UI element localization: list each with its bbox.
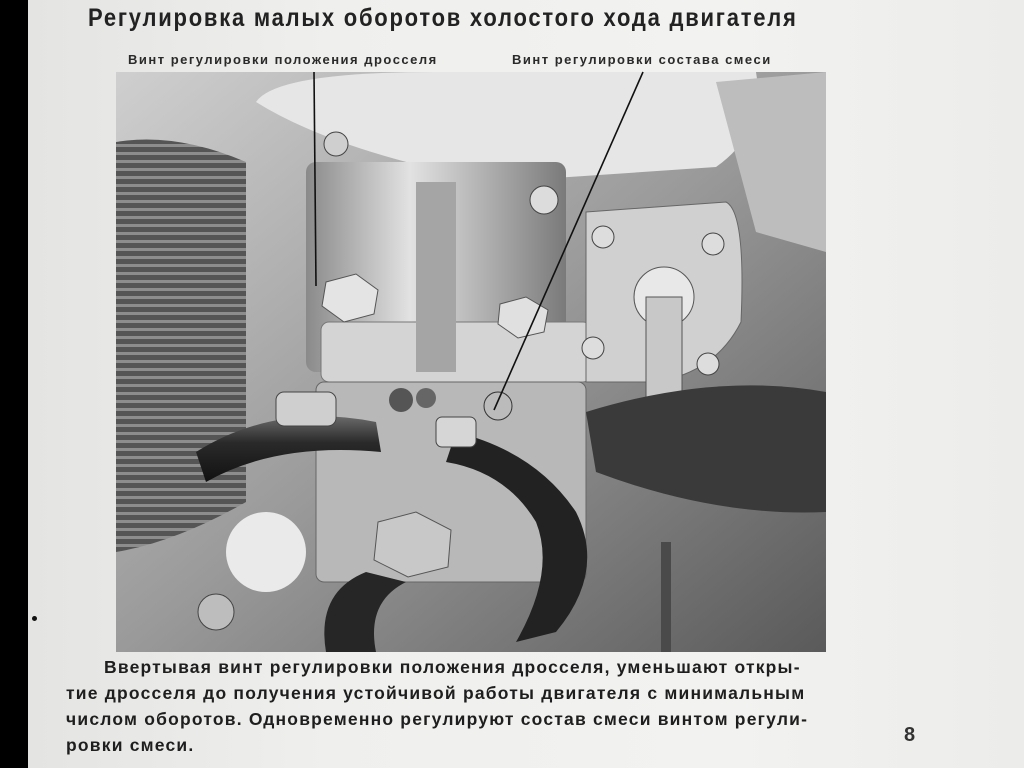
slide-page: Регулировка малых оборотов холостого ход… [28,0,1024,768]
caption-line-4: ровки смеси. [66,735,195,755]
film-speck [32,616,37,621]
mixture-screw-label: Винт регулировки состава смеси [512,52,772,67]
page-number: 8 [904,724,916,746]
caption-line-3: числом оборотов. Одновременно регулируют… [66,709,809,729]
throttle-screw-label: Винт регулировки положения дросселя [128,52,438,67]
caption-line-2: тие дросселя до получения устойчивой раб… [66,683,806,703]
carburetor-photo [116,72,826,652]
page-title: Регулировка малых оборотов холостого ход… [88,4,798,32]
caption-line-1: Ввертывая винт регулировки положения дро… [104,657,801,677]
caption-text: Ввертывая винт регулировки положения дро… [66,654,926,758]
